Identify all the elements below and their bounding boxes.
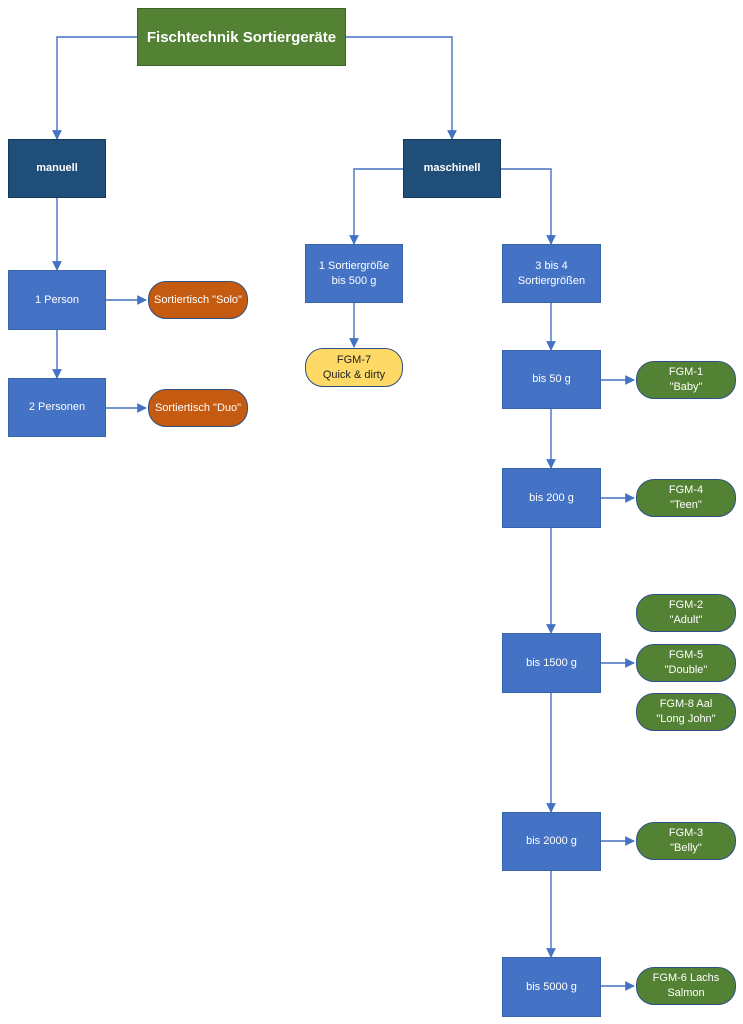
edge-machine-single (349, 168, 403, 245)
diagram-title: Fischtechnik Sortiergeräte (137, 8, 346, 66)
weight-bis-50g: bis 50 g (502, 350, 601, 409)
device-fgm-5: FGM-5 "Double" (636, 644, 736, 682)
device-sortiertisch-duo: Sortiertisch "Duo" (148, 389, 248, 427)
step-single-size: 1 Sortiergröße bis 500 g (305, 244, 403, 303)
weight-bis-200g: bis 200 g (502, 468, 601, 528)
edge-machine-multi (501, 168, 556, 245)
device-fgm-2: FGM-2 "Adult" (636, 594, 736, 632)
device-fgm-3: FGM-3 "Belly" (636, 822, 736, 860)
edge-title-manual (52, 36, 137, 140)
weight-bis-1500g: bis 1500 g (502, 633, 601, 693)
step-multi-size: 3 bis 4 Sortiergrößen (502, 244, 601, 303)
weight-bis-5000g: bis 5000 g (502, 957, 601, 1017)
device-fgm-8: FGM-8 Aal "Long John" (636, 693, 736, 731)
device-fgm-6: FGM-6 Lachs Salmon (636, 967, 736, 1005)
edge-title-machine (346, 36, 457, 140)
step-1-person: 1 Person (8, 270, 106, 330)
step-2-personen: 2 Personen (8, 378, 106, 437)
category-machine: maschinell (403, 139, 501, 198)
category-manual: manuell (8, 139, 106, 198)
weight-bis-2000g: bis 2000 g (502, 812, 601, 871)
device-fgm-1: FGM-1 "Baby" (636, 361, 736, 399)
device-fgm-4: FGM-4 "Teen" (636, 479, 736, 517)
device-fgm-7: FGM-7 Quick & dirty (305, 348, 403, 387)
device-sortiertisch-solo: Sortiertisch "Solo" (148, 281, 248, 319)
